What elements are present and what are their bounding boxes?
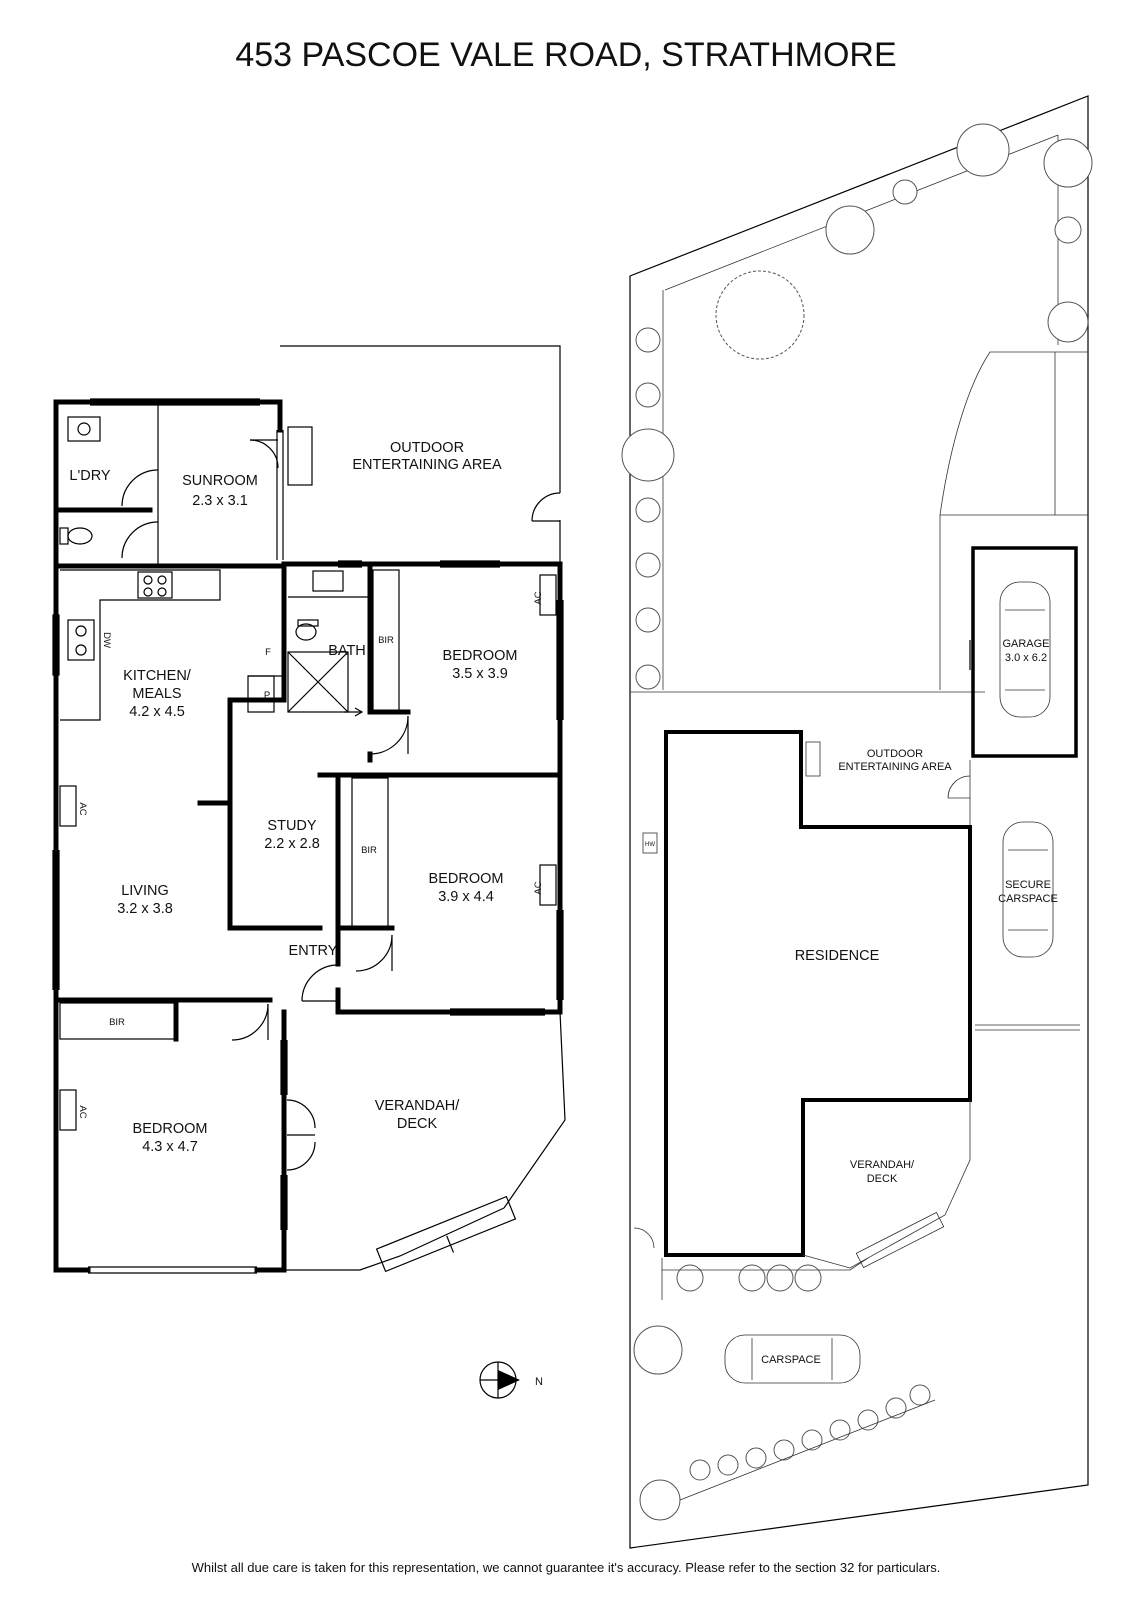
garage-label: GARAGE (1002, 638, 1049, 650)
bir-label-1: BIR (378, 635, 394, 646)
compass: N (479, 1361, 543, 1399)
garage-size: 3.0 x 6.2 (1005, 652, 1047, 664)
site-outdoor-label: OUTDOOR (867, 748, 923, 760)
bedroom1-label: BEDROOM (443, 648, 518, 664)
site-outdoor-label-2: ENTERTAINING AREA (838, 761, 952, 773)
fridge-label: F (265, 647, 271, 658)
kitchen-size: 4.2 x 4.5 (129, 704, 185, 720)
ac-label-3: AC (77, 802, 88, 815)
site-verandah-label: VERANDAH/ (850, 1159, 915, 1171)
verandah-label: VERANDAH/ (375, 1098, 461, 1114)
ac-label-4: AC (77, 1105, 88, 1118)
bir-label-3: BIR (109, 1017, 125, 1028)
bedroom2-size: 3.9 x 4.4 (438, 889, 494, 905)
disclaimer-text: Whilst all due care is taken for this re… (192, 1560, 941, 1575)
pantry-label: P (264, 690, 270, 701)
kitchen-label-2: MEALS (132, 686, 181, 702)
study-size: 2.2 x 2.8 (264, 836, 320, 852)
verandah-label-2: DECK (397, 1116, 438, 1132)
sunroom-size: 2.3 x 3.1 (192, 493, 248, 509)
tree-group (621, 123, 1093, 1521)
bedroom1-size: 3.5 x 3.9 (452, 666, 508, 682)
laundry-label: L'DRY (69, 468, 111, 484)
floor-plan: OUTDOOR ENTERTAINING AREA (52, 345, 566, 1274)
bedroom3-label: BEDROOM (133, 1121, 208, 1137)
kitchen-label: KITCHEN/ (123, 668, 192, 684)
bedroom3-size: 4.3 x 4.7 (142, 1139, 198, 1155)
residence-label: RESIDENCE (795, 948, 880, 964)
ac-label-2: AC (533, 881, 544, 894)
bath-label: BATH (328, 643, 366, 659)
hot-water-label: HW (645, 842, 655, 848)
bedroom2-label: BEDROOM (429, 871, 504, 887)
page-title: 453 PASCOE VALE ROAD, STRATHMORE (235, 36, 896, 74)
secure-carspace-label-2: CARSPACE (998, 893, 1058, 905)
outdoor-area-label: OUTDOOR (390, 440, 464, 456)
carspace-label: CARSPACE (761, 1354, 821, 1366)
entry-label: ENTRY (289, 943, 338, 959)
ac-label-1: AC (533, 591, 544, 604)
outdoor-area-label-2: ENTERTAINING AREA (352, 457, 502, 473)
bir-label-2: BIR (361, 845, 377, 856)
site-verandah-label-2: DECK (867, 1173, 898, 1185)
dw-label: DW (101, 632, 112, 648)
living-label: LIVING (121, 883, 169, 899)
living-size: 3.2 x 3.8 (117, 901, 173, 917)
sunroom-label: SUNROOM (182, 473, 258, 489)
study-label: STUDY (267, 818, 316, 834)
secure-carspace-label: SECURE (1005, 879, 1051, 891)
compass-north-label: N (535, 1376, 543, 1388)
site-plan: GARAGE 3.0 x 6.2 SECURE CARSPACE RESIDEN… (621, 95, 1093, 1549)
